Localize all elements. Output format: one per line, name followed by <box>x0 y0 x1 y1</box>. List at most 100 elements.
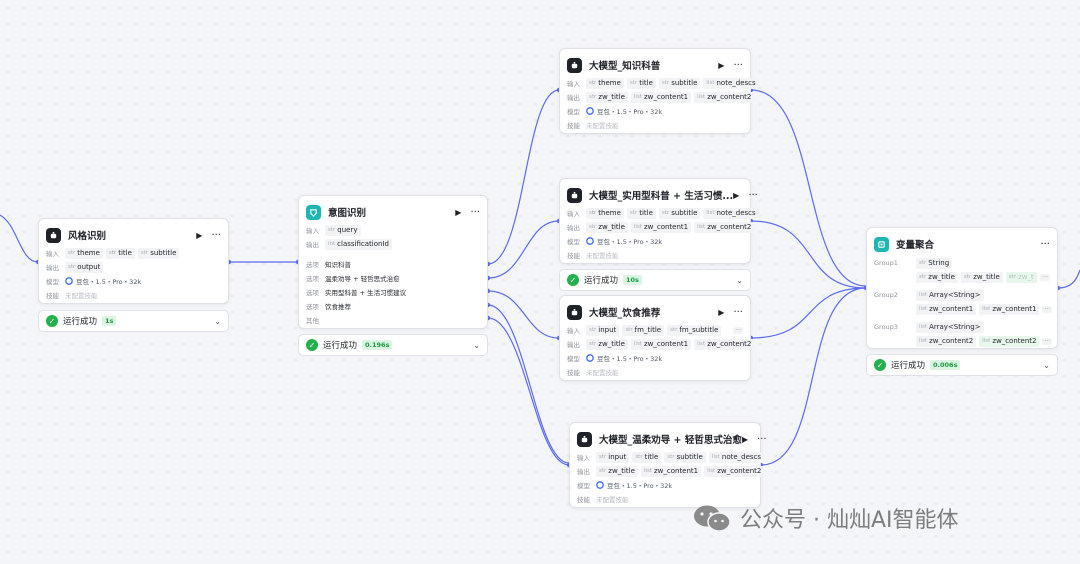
node-title: 风格识别 <box>68 231 107 242</box>
model-row: 模型 豆包・1.5・Pro・32k <box>577 481 673 490</box>
wechat-icon <box>694 505 731 532</box>
run-button[interactable]: ▶ <box>455 207 462 217</box>
chevron-down-icon[interactable]: ⌄ <box>473 340 480 350</box>
success-check-icon: ✓ <box>874 359 886 371</box>
run-status-style[interactable]: ✓ 运行成功 1s ⌄ <box>38 310 229 332</box>
more-button[interactable]: ··· <box>756 433 767 445</box>
watermark: 公众号 · 灿灿AI智能体 <box>692 502 959 534</box>
more-vars-button[interactable]: ··· <box>1040 273 1050 281</box>
skill-row: 技能 未配置技能 <box>567 252 619 260</box>
edge-diet-aggregate <box>750 287 867 339</box>
run-button[interactable]: ▶ <box>196 230 203 240</box>
intent-icon <box>306 204 321 220</box>
skill-row: 技能 未配置技能 <box>46 292 98 300</box>
run-button[interactable]: ▶ <box>718 60 725 70</box>
chevron-down-icon[interactable]: ⌄ <box>1043 360 1050 370</box>
more-vars-button[interactable]: ··· <box>1042 337 1053 345</box>
skill-row: 技能 未配置技能 <box>577 496 629 504</box>
success-check-icon: ✓ <box>46 315 58 327</box>
run-button[interactable]: ▶ <box>733 190 740 200</box>
success-check-icon: ✓ <box>567 274 579 286</box>
chevron-down-icon[interactable]: ⌄ <box>214 316 221 326</box>
more-button[interactable]: ··· <box>211 229 221 241</box>
chevron-down-icon[interactable]: ⌄ <box>736 275 743 285</box>
robot-icon <box>577 431 592 447</box>
node-title: 大模型_知识科普 <box>589 61 661 72</box>
doubao-logo-icon <box>586 107 594 115</box>
model-row: 模型 豆包・1.5・Pro・32k <box>567 107 663 116</box>
edge-start-style <box>0 214 39 263</box>
run-status-aggregate[interactable]: ✓ 运行成功 0.006s ⌄ <box>866 354 1058 376</box>
node-title: 意图识别 <box>328 208 367 219</box>
edge-intent-knowledge <box>487 89 560 265</box>
edge-knowledge-aggregate <box>750 89 867 287</box>
duration-badge: 1s <box>102 316 117 326</box>
more-button[interactable]: ··· <box>470 206 480 218</box>
option-row: 选项 实用型科普 + 生活习惯建议 <box>306 289 407 297</box>
more-button[interactable]: ··· <box>733 59 743 71</box>
more-vars-button[interactable]: ··· <box>733 326 743 334</box>
robot-icon <box>46 227 61 243</box>
robot-icon <box>567 57 582 73</box>
node-title: 大模型_饮食推荐 <box>589 308 661 319</box>
doubao-logo-icon <box>586 354 594 362</box>
more-button[interactable]: ··· <box>748 189 758 201</box>
skill-row: 技能 未配置技能 <box>567 369 619 377</box>
edge-aggregate-end <box>1057 269 1080 289</box>
group-label: Group2 <box>874 291 898 299</box>
more-button[interactable]: ··· <box>1040 238 1050 250</box>
aggregate-icon <box>874 236 889 252</box>
run-button[interactable]: ▶ <box>741 434 748 444</box>
doubao-logo-icon <box>596 481 604 489</box>
node-title: 大模型_实用型科普 + 生活习惯... <box>589 191 734 202</box>
group-label: Group3 <box>874 323 898 331</box>
node-title: 大模型_温柔劝导 + 轻哲思式治愈 <box>599 435 742 446</box>
more-button[interactable]: ··· <box>733 306 743 318</box>
run-status-practical[interactable]: ✓ 运行成功 10s ⌄ <box>559 269 751 291</box>
success-check-icon: ✓ <box>306 339 318 351</box>
other-row: 其他 <box>306 317 319 325</box>
robot-icon <box>567 187 582 203</box>
run-status-intent[interactable]: ✓ 运行成功 0.196s ⌄ <box>298 334 488 356</box>
more-vars-button[interactable]: ··· <box>1042 305 1053 313</box>
run-button[interactable]: ▶ <box>718 307 725 317</box>
node-title: 变量聚合 <box>896 240 935 251</box>
option-row: 选项 饮食推荐 <box>306 303 351 311</box>
robot-icon <box>567 304 582 320</box>
edge-gentle-aggregate <box>760 287 867 466</box>
